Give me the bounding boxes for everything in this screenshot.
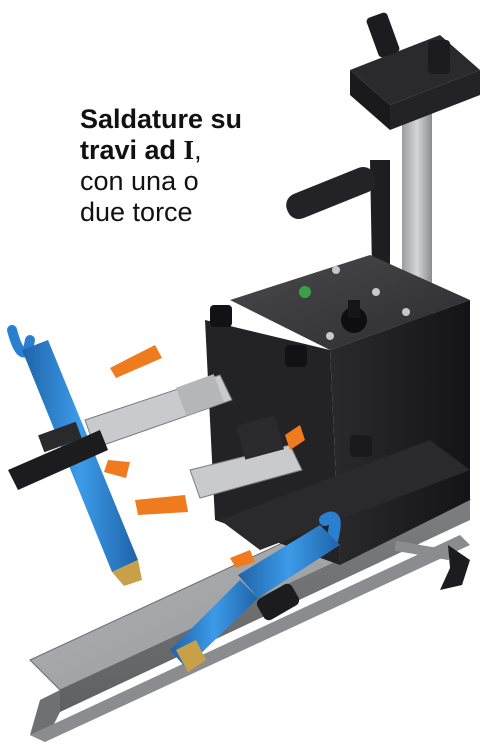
caption-line-1: Saldature su — [80, 104, 243, 134]
caption-line-3: con una o — [80, 166, 199, 196]
top-clamp — [350, 12, 480, 130]
torch-left — [7, 325, 142, 586]
carriage-handle — [286, 160, 390, 270]
caption-line-2-b: , — [194, 135, 202, 165]
caption-line-2: travi ad I, — [80, 135, 242, 166]
torch-arm-upper — [84, 374, 233, 449]
caption-line-4: due torce — [80, 197, 193, 227]
torch-right — [170, 511, 341, 672]
base-slide — [220, 440, 470, 590]
caption-line-2-i: I — [183, 135, 195, 165]
orange-levers — [104, 345, 305, 568]
caption-line-2-a: travi ad — [80, 135, 184, 165]
caption-text: Saldature su travi ad I, con una o due t… — [80, 104, 242, 228]
torch-arm-lower — [189, 415, 303, 499]
